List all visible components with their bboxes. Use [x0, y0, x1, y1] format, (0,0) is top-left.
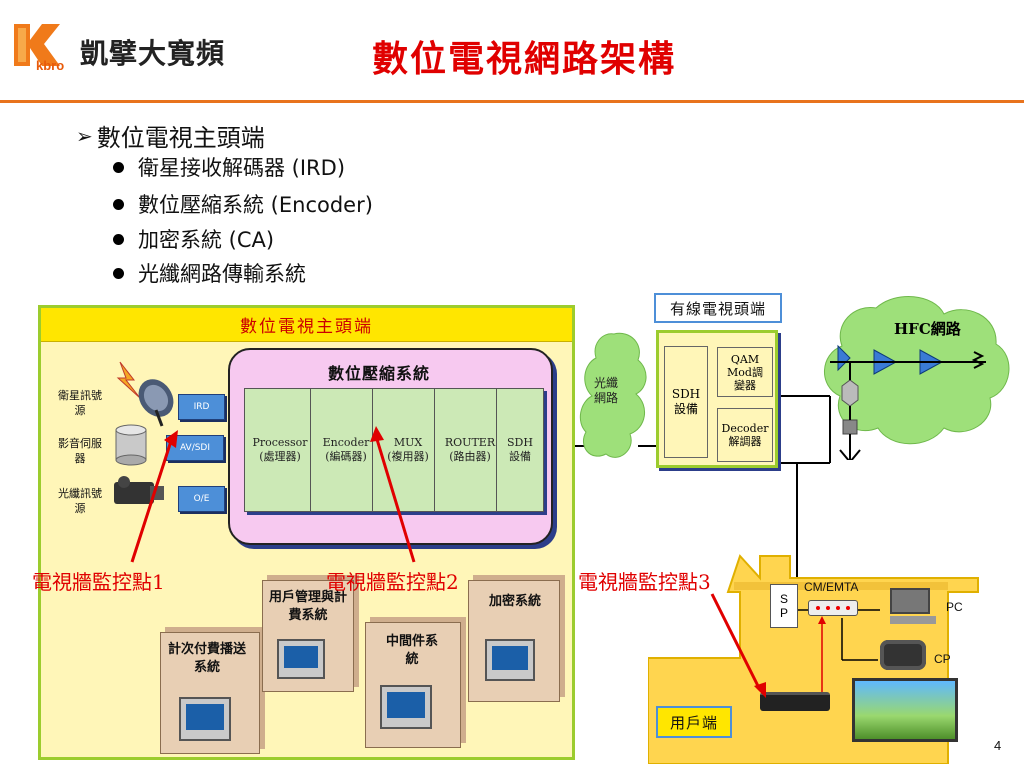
- monitor-point-3: 電視牆監控點3: [578, 570, 711, 594]
- ird-box: IRD: [178, 394, 225, 420]
- logo: [8, 18, 76, 74]
- bullet-text: 光纖網路傳輸系統: [138, 262, 306, 286]
- billing-system: 計次付費播送系統: [160, 632, 260, 754]
- computer-icon: [179, 697, 231, 741]
- sdh-equipment: SDH設備: [664, 346, 708, 458]
- bullet-dot-icon: [113, 161, 124, 173]
- kbro-logo-icon: [14, 24, 60, 66]
- bullet-text: 衛星接收解碼器 (IRD): [138, 156, 346, 180]
- set-top-box-icon: [760, 692, 830, 711]
- cm-emta-label: CM/EMTA: [804, 580, 859, 594]
- source-av-server: 影音伺服器: [58, 437, 102, 465]
- monitor-point-2: 電視牆監控點2: [326, 570, 459, 594]
- encryption-system: 加密系統: [468, 580, 560, 702]
- cable-headend-title: 有線電視頭端: [654, 293, 782, 323]
- bullet-item: 衛星接收解碼器 (IRD): [113, 152, 345, 182]
- user-management-system: 用戶管理與計費系統: [262, 580, 354, 692]
- compression-title: 數位壓縮系統: [328, 364, 431, 383]
- bullet-heading-text: 數位電視主頭端: [96, 124, 265, 152]
- middleware-system: 中間件系統: [365, 622, 461, 748]
- node-icon: [839, 362, 861, 460]
- page-number: 4: [994, 738, 1002, 753]
- logo-text: kbro: [36, 58, 65, 73]
- bullet-dot-icon: [113, 267, 124, 279]
- headend-title: 數位電視主頭端: [240, 317, 373, 337]
- satellite-dish-icon: [138, 379, 174, 427]
- hfc-cloud: [824, 296, 1010, 460]
- arrow-bullet-icon: ➢: [76, 123, 93, 148]
- router-module: ROUTER(路由器): [434, 388, 506, 512]
- headend-title-bar: 數位電視主頭端: [41, 308, 572, 342]
- home-label: 用戶端: [656, 706, 732, 738]
- pc-icon: [890, 588, 936, 624]
- encoder-module: Encoder(編碼器): [310, 388, 382, 512]
- bullet-dot-icon: [113, 233, 124, 245]
- bullet-item: 光纖網路傳輸系統: [113, 258, 306, 288]
- home-wiring: [798, 609, 880, 694]
- bullet-item: 加密系統 (CA): [113, 224, 274, 254]
- bullet-dot-icon: [113, 198, 124, 210]
- fiber-cloud: [579, 332, 647, 458]
- cp-label: CP: [934, 652, 951, 666]
- bullet-item: 數位壓縮系統 (Encoder): [113, 189, 373, 219]
- header-divider: [0, 100, 1024, 103]
- server-cylinder-icon: [115, 424, 147, 466]
- bullet-heading: ➢ 數位電視主頭端: [76, 118, 265, 153]
- cm-emta-device: [808, 600, 858, 616]
- source-satellite: 衛星訊號源: [58, 389, 102, 417]
- computer-icon: [380, 685, 432, 729]
- company-name: 凱擘大寬頻: [80, 37, 226, 70]
- av-sdi-box: AV/SDI: [166, 435, 224, 461]
- hfc-label: HFC網路: [894, 320, 961, 338]
- decoder: Decoder解調器: [717, 408, 773, 462]
- pc-label: PC: [946, 600, 963, 614]
- bullet-text: 加密系統 (CA): [138, 228, 275, 252]
- oe-box: O/E: [178, 486, 225, 512]
- phone-icon: [880, 640, 926, 670]
- fiber-cloud-label: 光纖網路: [593, 376, 618, 405]
- bullet-text: 數位壓縮系統 (Encoder): [138, 193, 373, 217]
- source-fiber: 光纖訊號源: [58, 487, 102, 515]
- tv-icon: [852, 678, 958, 742]
- computer-icon: [277, 639, 325, 679]
- sp-box: S P: [770, 584, 798, 628]
- monitor-point-1: 電視牆監控點1: [32, 570, 165, 594]
- computer-icon: [485, 639, 535, 681]
- page-title: 數位電視網路架構: [372, 38, 677, 80]
- qam-modulator: QAM Mod調變器: [717, 347, 773, 397]
